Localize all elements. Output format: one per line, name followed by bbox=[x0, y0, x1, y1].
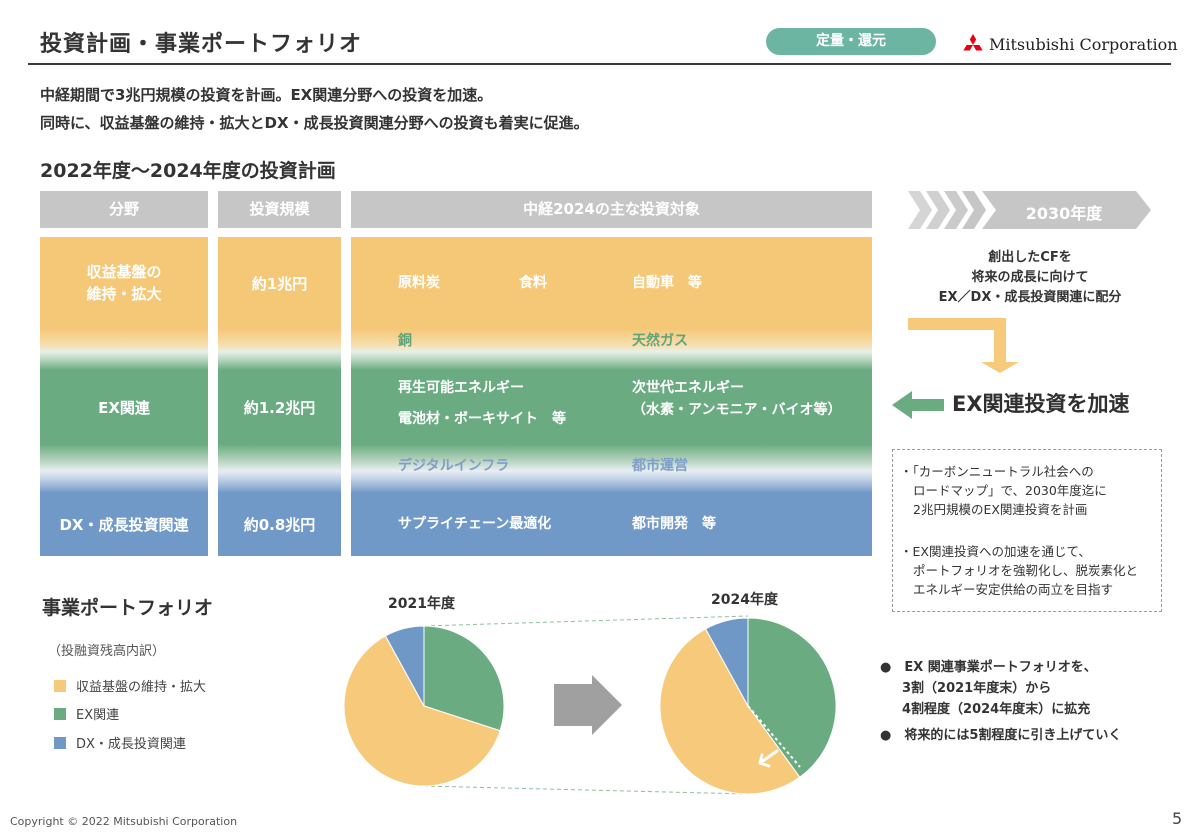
note-2-line-2: ポートフォリオを強靭化し、脱炭素化と bbox=[913, 563, 1139, 578]
plan-title: 2022年度～2024年度の投資計画 bbox=[40, 160, 336, 182]
legend-item: 収益基盤の維持・拡大 bbox=[54, 676, 206, 695]
bullet-1-line-1: EX 関連事業ポートフォリオを、 bbox=[904, 660, 1097, 675]
portfolio-pie-charts bbox=[343, 615, 837, 795]
page-number: 5 bbox=[1172, 809, 1183, 828]
lead-line-2: 同時に、収益基盤の維持・拡大とDX・成長投資関連分野への投資も着実に促進。 bbox=[40, 114, 589, 132]
target-item: 次世代エネルギー bbox=[632, 380, 744, 396]
copyright: Copyright © 2022 Mitsubishi Corporation bbox=[10, 815, 238, 828]
left-arrow-icon bbox=[892, 391, 944, 419]
note-2-line-1: ・EX関連投資への加速を通じて、 bbox=[900, 544, 1091, 559]
bend-arrow-icon bbox=[908, 318, 1019, 373]
growth-arrow-icon bbox=[758, 749, 779, 768]
header-field: 分野 bbox=[40, 191, 208, 228]
legend-swatch bbox=[54, 707, 66, 720]
row-base-field: 収益基盤の 維持・拡大 bbox=[40, 237, 208, 329]
target-item: 都市開発 等 bbox=[632, 516, 716, 532]
target-item: 銅 bbox=[398, 333, 412, 349]
target-item: 電池材・ボーキサイト 等 bbox=[398, 411, 566, 427]
target-item: デジタルインフラ bbox=[398, 458, 510, 474]
target-item: 食料 bbox=[519, 275, 547, 291]
target-item: 再生可能エネルギー bbox=[398, 380, 524, 396]
legend-label: DX・成長投資関連 bbox=[76, 737, 186, 752]
pie-slice bbox=[423, 625, 505, 732]
bullet-1-line-2: 3割（2021年度末）から bbox=[902, 681, 1052, 696]
transition-band bbox=[40, 329, 208, 370]
legend-swatch bbox=[54, 679, 66, 692]
note-box bbox=[892, 449, 1162, 612]
row-base-scale: 約1兆円 bbox=[218, 237, 341, 329]
pie-slice bbox=[704, 617, 749, 707]
note-1-line-2: ロードマップ」で、2030年度迄に bbox=[913, 483, 1107, 498]
portfolio-title: 事業ポートフォリオ bbox=[42, 597, 214, 619]
row-base-field-line-1: 収益基盤の bbox=[86, 263, 162, 281]
pie-2021-title: 2021年度 bbox=[388, 596, 455, 612]
target-item: （水素・アンモニア・バイオ等） bbox=[632, 402, 842, 418]
pie-slice bbox=[343, 635, 501, 787]
page-title: 投資計画・事業ポートフォリオ bbox=[40, 32, 363, 57]
legend-label: EX関連 bbox=[76, 708, 120, 723]
note-1-line-3: 2兆円規模のEX関連投資を計画 bbox=[913, 502, 1088, 517]
pie-slice bbox=[384, 625, 425, 707]
target-item: サプライチェーン最適化 bbox=[398, 516, 552, 532]
row-base-targets bbox=[351, 237, 872, 329]
row-dx-scale: 約0.8兆円 bbox=[218, 493, 341, 556]
target-item: 自動車 等 bbox=[632, 275, 702, 291]
note-1-line-1: ・「カーボンニュートラル社会への bbox=[900, 464, 1094, 479]
category-tag: 定量・還元 bbox=[766, 28, 936, 55]
bullet-1-line-3: 4割程度（2024年度末）に拡充 bbox=[902, 702, 1091, 717]
transition-band bbox=[218, 329, 341, 370]
note-2-line-3: エネルギー安定供給の両立を目指す bbox=[913, 582, 1114, 597]
lead-line-1: 中経期間で3兆円規模の投資を計画。EX関連分野への投資を加速。 bbox=[40, 86, 493, 104]
outlook-text-3: EX／DX・成長投資関連に配分 bbox=[938, 290, 1122, 305]
title-divider bbox=[28, 63, 1171, 65]
chevron-arrow-icon bbox=[908, 191, 1151, 229]
target-item: 天然ガス bbox=[632, 333, 688, 349]
legend-item: EX関連 bbox=[54, 704, 119, 723]
portfolio-subtitle: （投融資残高内訳） bbox=[48, 644, 166, 659]
target-item: 原料炭 bbox=[398, 275, 440, 291]
bullet-2: ● 将来的には5割程度に引き上げていく bbox=[880, 728, 1122, 743]
accelerate-text: EX関連投資を加速 bbox=[952, 392, 1130, 416]
pie-slice bbox=[659, 628, 801, 795]
legend-label: 収益基盤の維持・拡大 bbox=[76, 680, 207, 695]
transition-band bbox=[40, 444, 208, 493]
transition-band bbox=[218, 444, 341, 493]
bullet-1: ● EX 関連事業ポートフォリオを、 bbox=[880, 660, 1097, 675]
row-dx-field: DX・成長投資関連 bbox=[40, 493, 208, 556]
bullet-2-line-1: 将来的には5割程度に引き上げていく bbox=[904, 728, 1122, 743]
company-logo: Mitsubishi Corporation bbox=[962, 32, 1178, 56]
target-year: 2030年度 bbox=[1025, 204, 1103, 223]
legend-swatch bbox=[54, 736, 66, 749]
legend-item: DX・成長投資関連 bbox=[54, 733, 186, 752]
pie-slice bbox=[747, 617, 837, 778]
row-ex-field: EX関連 bbox=[40, 370, 208, 444]
transition-band bbox=[351, 444, 872, 493]
pie-2024-title: 2024年度 bbox=[711, 592, 778, 608]
row-ex-targets bbox=[351, 370, 872, 444]
outlook-text-2: 将来の成長に向けて bbox=[971, 270, 1089, 285]
right-arrow-icon bbox=[554, 675, 622, 735]
row-base-field-line-2: 維持・拡大 bbox=[86, 285, 162, 303]
header-scale: 投資規模 bbox=[218, 191, 341, 228]
transition-band bbox=[351, 329, 872, 370]
outlook-text-1: 創出したCFを bbox=[988, 250, 1072, 265]
logo-text: Mitsubishi Corporation bbox=[989, 34, 1178, 54]
target-item: 都市運営 bbox=[632, 458, 688, 474]
header-targets: 中経2024の主な投資対象 bbox=[351, 191, 872, 228]
row-dx-targets bbox=[351, 493, 872, 556]
three-diamonds-icon bbox=[963, 34, 983, 51]
row-ex-scale: 約1.2兆円 bbox=[218, 370, 341, 444]
